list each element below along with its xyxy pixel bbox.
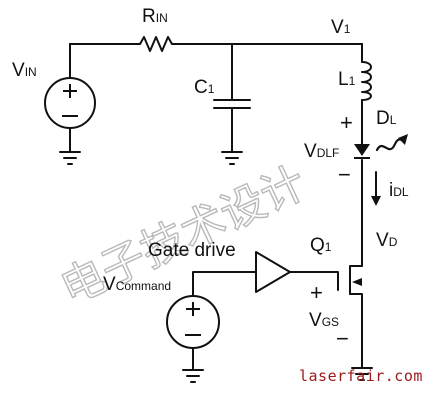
ground-symbol-drain <box>351 367 373 381</box>
voltage-source-vin <box>44 77 96 129</box>
label-vdlf: VDLF <box>304 141 339 162</box>
label-c1: C1 <box>194 77 215 98</box>
label-v1: V1 <box>331 17 351 38</box>
label-idl: iDL <box>389 180 409 201</box>
label-l1: L1 <box>338 69 356 90</box>
label-rin: RIN <box>142 6 168 27</box>
diode-dl <box>354 144 370 156</box>
ground-symbol-vcmd <box>182 369 204 383</box>
label-diode-minus: − <box>338 162 351 187</box>
light-emission-arrowhead <box>398 134 408 145</box>
inductor-l1 <box>361 61 372 101</box>
label-dl: DL <box>376 108 397 129</box>
gate-drive-buffer <box>255 251 291 293</box>
mosfet-source-arrow <box>352 278 362 286</box>
voltage-source-vcommand <box>166 295 220 349</box>
watermark-url: laserfair.com <box>299 367 423 385</box>
label-vcommand: VCommand <box>103 274 171 295</box>
watermark-group: 电子技术设计 <box>52 156 314 315</box>
label-vgs-minus: − <box>336 326 349 351</box>
label-vgs-plus: + <box>310 280 323 305</box>
wire-source <box>349 289 363 369</box>
wire-gate-in <box>289 271 339 291</box>
label-vd: VD <box>376 230 398 251</box>
current-arrowhead-idl <box>371 196 381 206</box>
resistor-rin <box>139 36 173 52</box>
label-vin: VIN <box>12 60 37 81</box>
label-q1: Q1 <box>310 235 332 256</box>
wire-vcmd-to-buffer <box>192 271 257 297</box>
label-diode-plus: + <box>340 110 353 135</box>
ground-symbol-c1 <box>221 151 243 165</box>
label-gate-drive: Gate drive <box>148 240 236 261</box>
label-vgs: VGS <box>309 310 339 331</box>
ground-symbol-vin <box>59 151 81 165</box>
wire-drain <box>349 265 363 271</box>
watermark-text-cn: 电子技术设计 <box>53 157 314 315</box>
light-emission-icon <box>375 138 406 152</box>
